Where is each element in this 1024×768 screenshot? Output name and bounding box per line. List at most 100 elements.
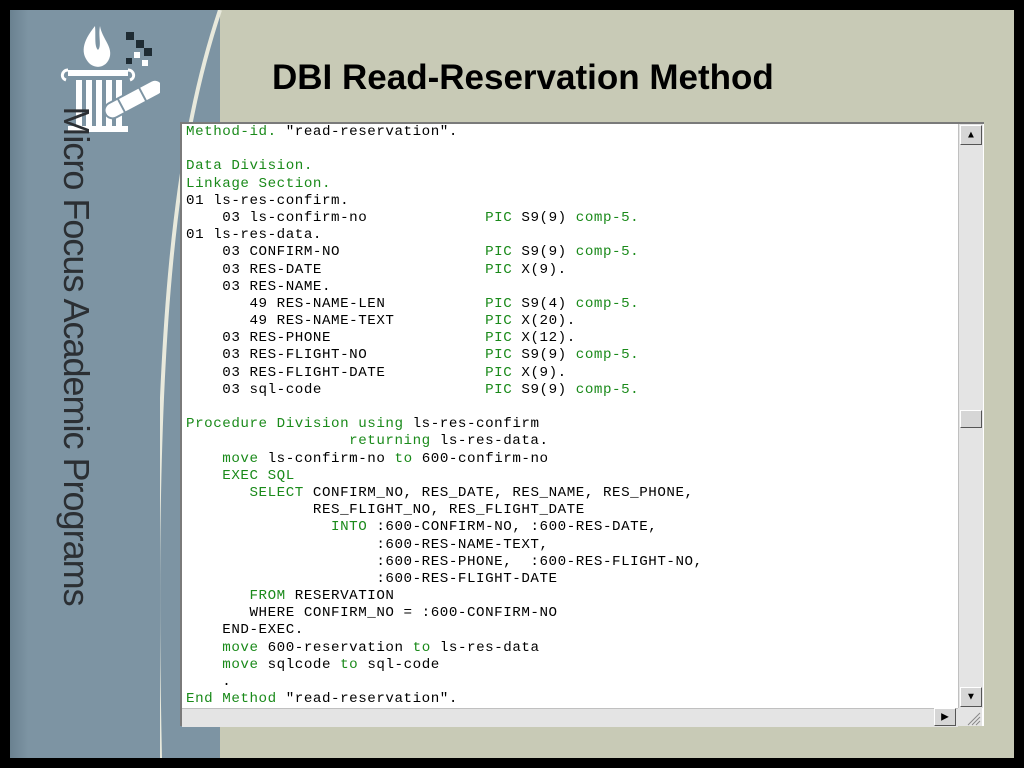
code-line: 03 CONFIRM-NO PIC S9(9) comp-5. (186, 244, 956, 261)
code-text: sqlcode (258, 656, 341, 673)
scroll-up-button[interactable]: ▲ (960, 125, 982, 145)
vertical-scrollbar[interactable]: ▲ ▼ (958, 124, 983, 708)
code-keyword: EXEC SQL (222, 467, 295, 484)
code-keyword: to (394, 450, 413, 467)
code-text: "read-reservation". (276, 691, 458, 708)
code-keyword: comp-5. (575, 209, 640, 226)
code-text (186, 519, 331, 535)
resize-grip-icon[interactable] (958, 708, 982, 726)
slide-title: DBI Read-Reservation Method (272, 58, 774, 97)
code-line: move sqlcode to sql-code (186, 657, 956, 674)
code-keyword: PIC (485, 347, 513, 364)
code-keyword: comp-5. (575, 295, 640, 312)
code-keyword: to (412, 639, 431, 656)
code-line: WHERE CONFIRM_NO = :600-CONFIRM-NO (186, 605, 956, 622)
code-keyword: PIC (485, 244, 513, 261)
code-text: :600-RES-NAME-TEXT, (186, 536, 549, 553)
code-keyword: to (340, 656, 359, 673)
code-text: X(9). (512, 261, 567, 278)
scroll-thumb[interactable] (960, 410, 982, 428)
code-text (186, 468, 222, 484)
code-area[interactable]: Method-id. "read-reservation". Data Divis… (186, 124, 956, 708)
code-text: 03 ls-confirm-no (186, 209, 486, 226)
code-text: ls-res-data (430, 639, 540, 656)
code-line: :600-RES-PHONE, :600-RES-FLIGHT-NO, (186, 554, 956, 571)
arrow-down-icon: ▼ (966, 691, 976, 703)
code-keyword: Linkage Section. (186, 175, 332, 192)
code-keyword: Method-id. (186, 124, 277, 140)
code-text: S9(9) (512, 381, 576, 398)
code-line: 01 ls-res-confirm. (186, 193, 956, 210)
code-keyword: INTO (331, 519, 368, 536)
code-text: 03 CONFIRM-NO (186, 244, 486, 261)
code-text: 03 sql-code (186, 381, 486, 398)
code-text: END-EXEC. (186, 622, 304, 639)
code-text (186, 451, 222, 467)
code-line: Linkage Section. (186, 176, 956, 193)
code-text: :600-RES-FLIGHT-DATE (186, 570, 558, 587)
code-text (186, 485, 249, 501)
code-text: :600-CONFIRM-NO, :600-RES-DATE, (367, 519, 658, 536)
code-text: 01 ls-res-data. (186, 227, 322, 244)
code-keyword: move (222, 639, 259, 656)
code-line: move ls-confirm-no to 600-confirm-no (186, 451, 956, 468)
scroll-right-button[interactable]: ▶ (934, 708, 956, 726)
code-keyword: PIC (485, 313, 513, 330)
code-keyword: PIC (485, 209, 513, 226)
code-line: 03 RES-FLIGHT-NO PIC S9(9) comp-5. (186, 347, 956, 364)
code-text: 01 ls-res-confirm. (186, 192, 350, 209)
code-keyword: FROM (249, 588, 286, 605)
code-text: X(12). (512, 330, 576, 347)
code-text: 600-confirm-no (412, 450, 549, 467)
code-keyword: SELECT (249, 484, 304, 501)
code-keyword: PIC (485, 364, 513, 381)
code-text: 49 RES-NAME-TEXT (186, 313, 486, 330)
code-line: SELECT CONFIRM_NO, RES_DATE, RES_NAME, R… (186, 485, 956, 502)
code-line: Data Division. (186, 158, 956, 175)
code-line: returning ls-res-data. (186, 433, 956, 450)
scroll-down-button[interactable]: ▼ (960, 687, 982, 707)
code-text: :600-RES-PHONE, :600-RES-FLIGHT-NO, (186, 553, 703, 570)
code-text: "read-reservation". (276, 124, 458, 140)
code-line: . (186, 674, 956, 691)
code-line: 03 RES-NAME. (186, 279, 956, 296)
arrow-right-icon: ▶ (941, 711, 949, 723)
code-editor-window: Method-id. "read-reservation". Data Divis… (180, 122, 984, 727)
code-keyword: PIC (485, 330, 513, 347)
code-line: EXEC SQL (186, 468, 956, 485)
code-line: INTO :600-CONFIRM-NO, :600-RES-DATE, (186, 519, 956, 536)
code-line: RES_FLIGHT_NO, RES_FLIGHT_DATE (186, 502, 956, 519)
code-text: ls-res-confirm (403, 416, 540, 433)
code-line (186, 141, 956, 158)
code-text (186, 657, 222, 673)
code-line: 03 RES-PHONE PIC X(12). (186, 330, 956, 347)
code-keyword: PIC (485, 261, 513, 278)
code-line: End Method "read-reservation". (186, 691, 956, 708)
code-line: 49 RES-NAME-TEXT PIC X(20). (186, 313, 956, 330)
code-text: . (186, 674, 232, 690)
sidebar-curve (160, 10, 222, 758)
code-text: S9(4) (512, 295, 576, 312)
code-text: 03 RES-PHONE (186, 330, 486, 347)
code-line (186, 399, 956, 416)
code-text: S9(9) (512, 209, 576, 226)
code-keyword: End Method (186, 691, 277, 708)
code-keyword: returning (349, 433, 431, 450)
code-line: 03 ls-confirm-no PIC S9(9) comp-5. (186, 210, 956, 227)
code-text: ls-confirm-no (258, 450, 395, 467)
code-text (186, 588, 249, 604)
code-text: S9(9) (512, 244, 576, 261)
horizontal-scrollbar[interactable] (182, 708, 958, 727)
code-text: sql-code (358, 656, 440, 673)
code-keyword: PIC (485, 381, 513, 398)
code-text: CONFIRM_NO, RES_DATE, RES_NAME, RES_PHON… (303, 484, 694, 501)
code-text: RESERVATION (285, 588, 395, 605)
code-text (186, 433, 349, 449)
code-keyword: Procedure Division using (186, 416, 404, 433)
code-line: 03 sql-code PIC S9(9) comp-5. (186, 382, 956, 399)
code-line: 01 ls-res-data. (186, 227, 956, 244)
code-text: S9(9) (512, 347, 576, 364)
code-keyword: Data Division. (186, 158, 313, 175)
code-text: 03 RES-FLIGHT-DATE (186, 364, 486, 381)
code-text: WHERE CONFIRM_NO = :600-CONFIRM-NO (186, 605, 558, 622)
